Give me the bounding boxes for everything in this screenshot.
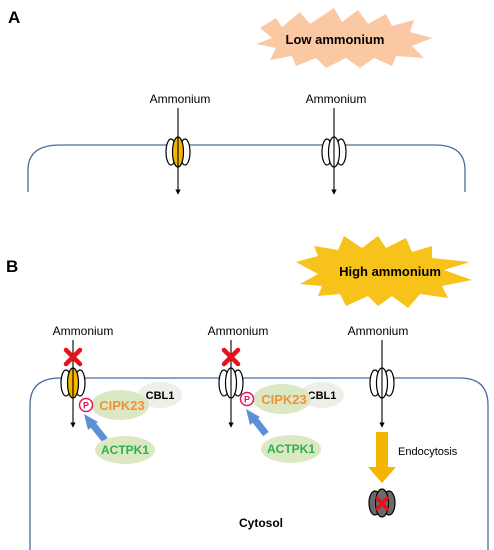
high-ammonium-label: High ammonium: [339, 264, 441, 279]
panel-b-ammonium-2: Ammonium: [208, 324, 269, 338]
block-x-icon: [375, 496, 389, 511]
panel-a-ammonium-right: Ammonium: [306, 92, 367, 106]
phospho-icon: P: [78, 397, 94, 413]
activation-arrow-icon: [84, 414, 108, 443]
panel-b-label: B: [6, 257, 18, 276]
actpk1-label-2: ACTPK1: [267, 442, 315, 456]
panel-a-label: A: [8, 8, 20, 27]
low-ammonium-label: Low ammonium: [286, 32, 385, 47]
cipk23-label-1: CIPK23: [99, 398, 145, 413]
endocytosis-label: Endocytosis: [398, 446, 458, 458]
panel-b-ammonium-1: Ammonium: [53, 324, 114, 338]
cipk23-bubble: [253, 384, 311, 414]
endocytosis-arrow-icon: [368, 432, 396, 483]
svg-text:P: P: [244, 395, 250, 405]
activation-arrow-icon: [246, 409, 269, 437]
transporter-icon: [369, 340, 395, 428]
panel-a-ammonium-left: Ammonium: [150, 92, 211, 106]
phospho-icon: P: [239, 391, 255, 407]
svg-text:P: P: [83, 401, 89, 411]
block-x-icon: [63, 347, 83, 367]
actpk1-bubble: [95, 436, 155, 464]
transporter-icon: [321, 108, 347, 195]
cbl1-bubble: [300, 382, 344, 408]
panel-b-membrane: [29, 377, 489, 550]
transporter-icon: [165, 108, 191, 195]
low-ammonium-banner: Low ammonium: [256, 8, 432, 68]
cipk23-label-2: CIPK23: [261, 392, 307, 407]
cbl1-label-2: CBL1: [308, 390, 337, 402]
transporter-icon: [60, 340, 86, 428]
high-ammonium-banner: High ammonium: [296, 236, 472, 308]
panel-b-ammonium-3: Ammonium: [348, 324, 409, 338]
block-x-icon: [221, 347, 241, 367]
actpk1-label-1: ACTPK1: [101, 443, 149, 457]
cytosol-label: Cytosol: [239, 516, 283, 530]
transporter-icon: [218, 340, 244, 428]
panel-a-membrane: [27, 144, 466, 192]
actpk1-bubble: [261, 435, 321, 463]
cbl1-bubble: [138, 382, 182, 408]
cbl1-label-1: CBL1: [146, 390, 175, 402]
cipk23-bubble: [91, 390, 149, 420]
